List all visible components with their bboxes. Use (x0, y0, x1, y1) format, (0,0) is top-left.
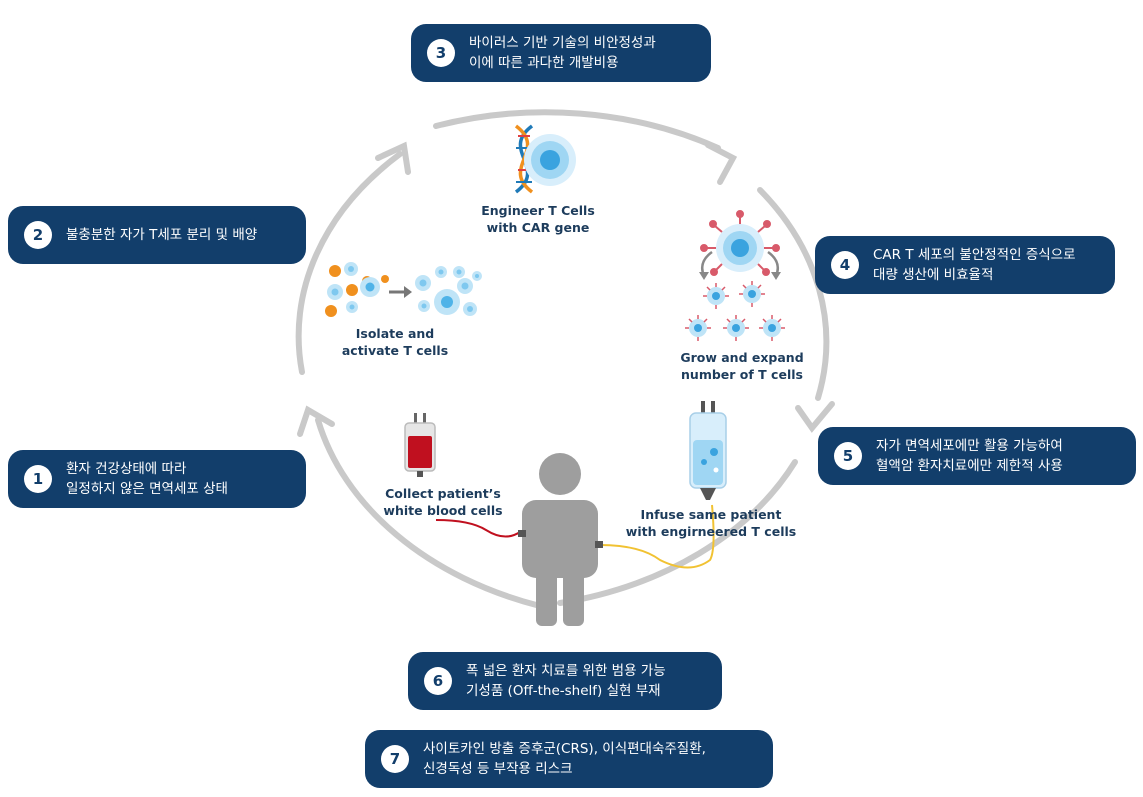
infusion-tube (599, 504, 715, 569)
step-number-badge: 6 (424, 667, 452, 695)
step-text: 바이러스 기반 기술의 비안정성과 이에 따른 과다한 개발비용 (469, 35, 656, 71)
step-3-pill: 3 바이러스 기반 기술의 비안정성과 이에 따른 과다한 개발비용 (411, 24, 711, 82)
step-text: 자가 면역세포에만 활용 가능하여 혈액암 환자치료에만 제한적 사용 (876, 438, 1063, 474)
step-2-pill: 2 불충분한 자가 T세포 분리 및 배양 (8, 206, 306, 264)
step-text: 폭 넓은 환자 치료를 위한 범용 가능 기성품 (Off-the-shelf)… (466, 663, 666, 699)
step-7-pill: 7 사이토카인 방출 증후군(CRS), 이식편대숙주질환, 신경독성 등 부작… (365, 730, 773, 788)
right-arrow-icon (389, 286, 412, 298)
step-1-pill: 1 환자 건강상태에 따라 일정하지 않은 면역세포 상태 (8, 450, 306, 508)
grow-label: Grow and expand number of T cells (680, 350, 804, 382)
cycle-arc-bottom-left (315, 417, 543, 609)
step-text: 불충분한 자가 T세포 분리 및 배양 (66, 227, 258, 243)
step-text: 환자 건강상태에 따라 일정하지 않은 면역세포 상태 (66, 461, 228, 497)
expanding-car-t-cells-icon (685, 210, 785, 341)
step-number-badge: 1 (24, 465, 52, 493)
iv-bag-icon (689, 401, 727, 500)
infuse-label: Infuse same patient with engirneered T c… (625, 507, 797, 539)
step-number-badge: 5 (834, 442, 862, 470)
collect-label: Collect patient’s white blood cells (383, 486, 503, 518)
cycle-arrows (295, 109, 835, 609)
step-6-pill: 6 폭 넓은 환자 치료를 위한 범용 가능 기성품 (Off-the-shel… (408, 652, 722, 710)
cycle-arc-right-lower (557, 459, 798, 606)
arrowhead-left (297, 405, 335, 437)
arrowhead-top-right (705, 142, 738, 185)
blood-bag-icon (404, 413, 436, 477)
step-number-badge: 7 (381, 745, 409, 773)
step-number-badge: 2 (24, 221, 52, 249)
isolate-label: Isolate and activate T cells (341, 326, 449, 358)
cycle-arc-left (295, 151, 403, 375)
patient-icon (518, 453, 603, 626)
step-5-pill: 5 자가 면역세포에만 활용 가능하여 혈액암 환자치료에만 제한적 사용 (818, 427, 1136, 485)
arrowhead-top-left (375, 141, 411, 175)
arrowhead-right (795, 401, 835, 433)
t-cell-icon (524, 134, 576, 186)
step-4-pill: 4 CAR T 세포의 불안정적인 증식으로 대량 생산에 비효율적 (815, 236, 1115, 294)
step-text: 사이토카인 방출 증후군(CRS), 이식편대숙주질환, 신경독성 등 부작용 … (423, 741, 706, 777)
cycle-arc-top (433, 109, 721, 151)
isolate-cells-icon (325, 262, 482, 317)
step-number-badge: 3 (427, 39, 455, 67)
engineer-label: Engineer T Cells with CAR gene (481, 203, 595, 235)
step-text: CAR T 세포의 불안정적인 증식으로 대량 생산에 비효율적 (873, 247, 1076, 283)
blood-tube (435, 519, 521, 538)
step-number-badge: 4 (831, 251, 859, 279)
